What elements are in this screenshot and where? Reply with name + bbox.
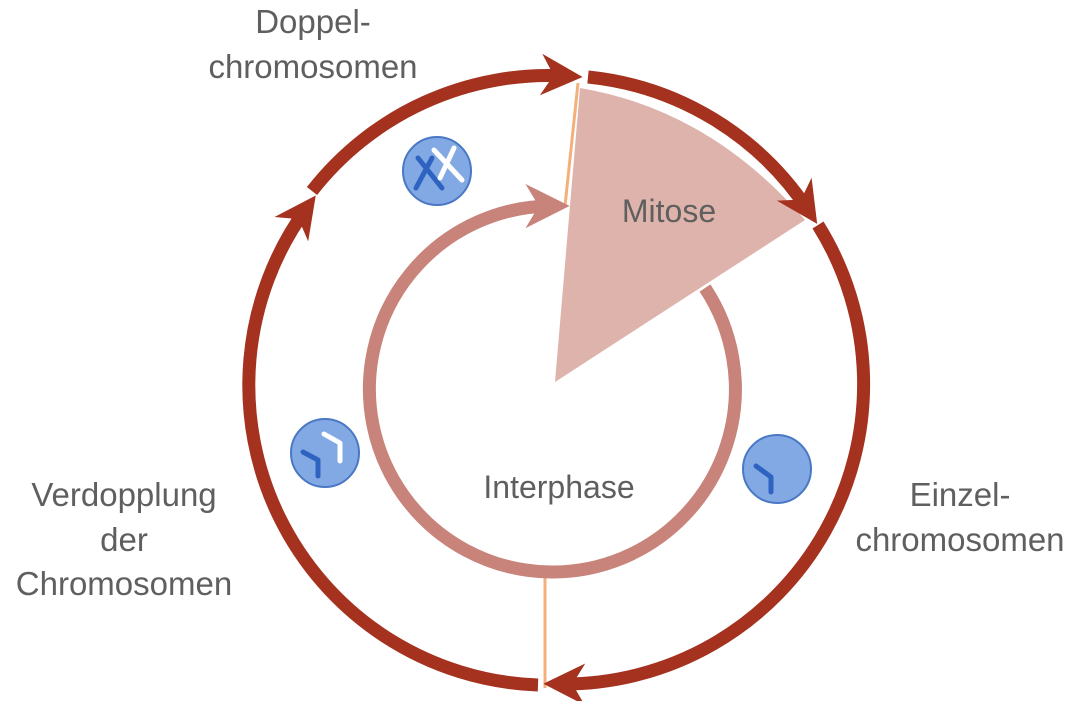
outer-arrow-top bbox=[306, 53, 583, 195]
label-duplication-line2: der bbox=[100, 521, 148, 558]
label-single-chromosomes-line2: chromosomen bbox=[855, 521, 1064, 558]
label-mitosis: Mitose bbox=[622, 193, 716, 229]
label-single-chromosomes-line1: Einzel- bbox=[910, 476, 1011, 513]
label-duplication-line3: Chromosomen bbox=[16, 565, 232, 602]
outer-arrow-interphase-right bbox=[543, 221, 871, 701]
single-chromosome-icon bbox=[742, 434, 812, 504]
label-duplication-line1: Verdopplung bbox=[31, 476, 216, 513]
inner-arrow-interphase bbox=[362, 184, 742, 579]
outer-arrow-mitosis bbox=[587, 70, 818, 224]
double-chromosome-icon bbox=[402, 136, 472, 206]
single-chromosome-pair-icon bbox=[290, 418, 360, 488]
mitosis-wedge bbox=[555, 88, 805, 382]
outer-arrow-interphase-left bbox=[242, 195, 539, 692]
label-double-chromosomes-line2: chromosomen bbox=[208, 48, 417, 85]
label-interphase: Interphase bbox=[483, 469, 634, 505]
label-double-chromosomes-line1: Doppel- bbox=[255, 3, 371, 40]
